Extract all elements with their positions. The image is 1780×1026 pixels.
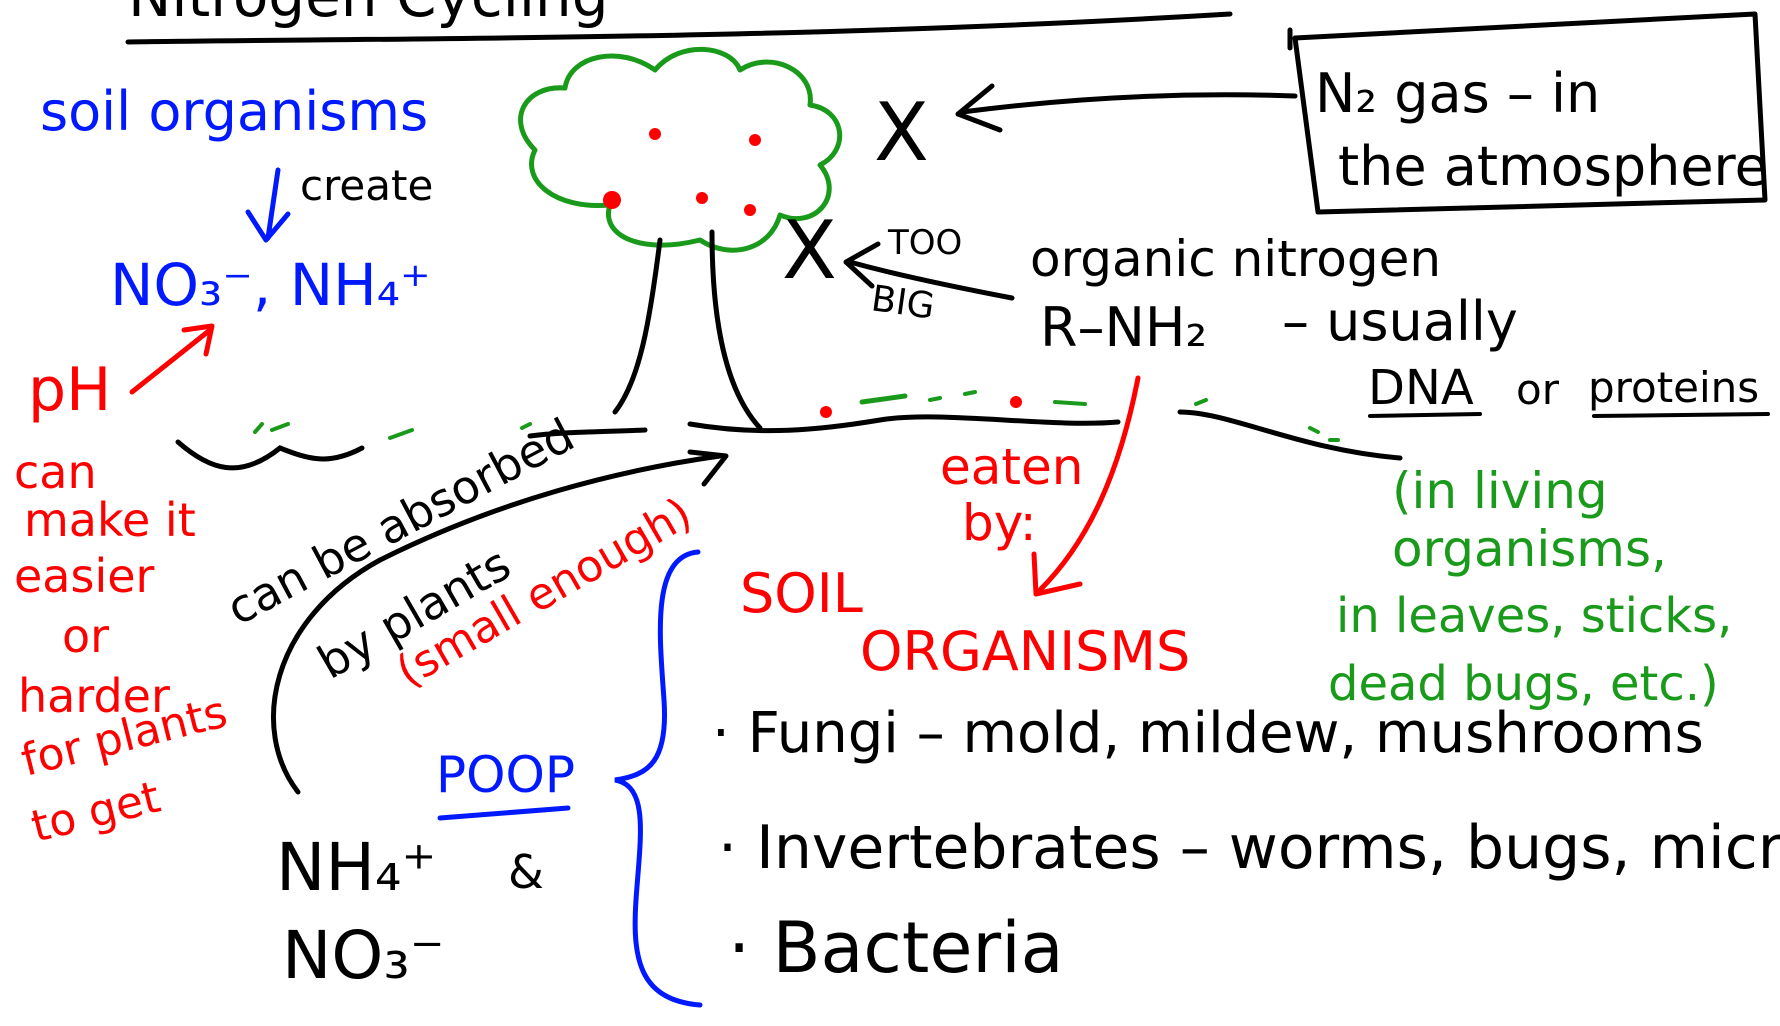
or-label: or	[1516, 365, 1560, 414]
ph-note: pH can make it easier or harder for plan…	[14, 323, 232, 853]
ground-line	[175, 439, 365, 471]
dna-label: DNA	[1368, 360, 1474, 416]
ph-line-4: or	[62, 609, 109, 663]
n2-to-x-arrow-shaft	[959, 92, 1298, 115]
poop-underline	[437, 805, 571, 821]
n2-gas-box: N₂ gas – in the atmosphere	[1287, 11, 1768, 215]
list-item-invertebrates: · Invertebrates – worms, bugs, microbes	[718, 813, 1780, 883]
soil-organisms-heading: soil organisms	[40, 80, 428, 143]
ground-line	[1177, 409, 1403, 461]
ground-litter	[253, 390, 1340, 442]
big-label: BIG	[869, 278, 937, 327]
create-arrow-shaft	[265, 167, 281, 241]
list-item-fungi: · Fungi – mold, mildew, mushrooms	[712, 701, 1704, 766]
soil-heading: SOIL	[740, 562, 863, 625]
create-arrow-head	[245, 209, 291, 243]
tree-canopy	[518, 46, 843, 253]
ampersand-label: &	[508, 845, 544, 899]
absorbed-note: can be absorbed by plants (small enough)	[218, 408, 729, 795]
ions-top: NO₃⁻, NH₄⁺	[110, 251, 431, 319]
x-mark-top: X	[874, 86, 929, 179]
absorbed-arrow-shaft	[270, 453, 723, 795]
n2-box-border	[1292, 11, 1768, 215]
n2-gas-line1: N₂ gas – in	[1315, 62, 1600, 125]
soil-organisms-list: SOIL ORGANISMS · Fungi – mold, mildew, m…	[712, 562, 1780, 989]
tree-trunk-right	[709, 229, 763, 431]
green-note-line-4: dead bugs, etc.)	[1328, 656, 1719, 712]
living-organisms-note: (in living organisms, in leaves, sticks,…	[1328, 462, 1732, 712]
n2-gas-line2: the atmosphere	[1338, 135, 1768, 198]
poop-label: POOP	[436, 746, 575, 804]
tree	[518, 46, 843, 431]
eaten-by-note: eaten by:	[940, 375, 1141, 597]
dna-underline	[1368, 412, 1482, 418]
green-note-line-1: (in living	[1392, 462, 1608, 520]
proteins-label: proteins	[1588, 363, 1759, 412]
ph-line-2: make it	[24, 493, 196, 547]
eaten-arrow-head	[1031, 551, 1083, 597]
organic-nitrogen: organic nitrogen R–NH₂ – usually DNA or …	[1030, 230, 1770, 418]
ph-arrow-shaft	[129, 327, 213, 395]
soil-organisms-note: soil organisms create NO₃⁻, NH₄⁺	[40, 80, 433, 319]
no3-label: NO₃⁻	[282, 917, 445, 994]
ph-line-1: can	[14, 445, 97, 499]
proteins-underline	[1592, 412, 1770, 418]
tree-trunk-left	[612, 237, 663, 415]
fruit	[749, 134, 761, 146]
by-label: by:	[962, 494, 1037, 552]
green-note-line-2: organisms,	[1392, 520, 1667, 578]
fruit	[649, 128, 661, 140]
too-big-arrow-head	[843, 241, 881, 289]
ph-label: pH	[28, 355, 111, 425]
organisms-heading: ORGANISMS	[860, 620, 1190, 683]
ground-line	[527, 427, 648, 439]
organic-nitrogen-formula: R–NH₂	[1040, 296, 1207, 359]
ph-line-7: to get	[26, 772, 165, 853]
n2-to-x-arrow-head	[955, 83, 1003, 133]
fruit	[744, 204, 756, 216]
nh4-label: NH₄⁺	[276, 829, 436, 906]
usually-label: – usually	[1282, 290, 1518, 353]
organic-nitrogen-title: organic nitrogen	[1030, 230, 1441, 288]
ph-line-5: harder	[18, 669, 170, 723]
curly-brace	[614, 549, 703, 1008]
list-item-bacteria: · Bacteria	[728, 907, 1064, 989]
title-underline	[125, 11, 1233, 45]
ph-line-3: easier	[14, 549, 155, 603]
ground-line	[687, 414, 1121, 434]
fruit	[603, 191, 621, 209]
ph-arrow-head	[181, 323, 215, 357]
eaten-arrow-shaft	[1037, 375, 1141, 593]
green-note-line-3: in leaves, sticks,	[1336, 588, 1732, 644]
absorbed-arrow-head	[687, 449, 729, 487]
fruit	[696, 192, 708, 204]
x-mark-middle: X	[782, 204, 837, 297]
page-title: Nitrogen Cycling	[128, 0, 609, 30]
eaten-label: eaten	[940, 438, 1083, 496]
too-big-arrow-shaft	[847, 259, 1015, 301]
too-label: TOO	[887, 223, 962, 263]
create-label: create	[300, 161, 433, 210]
